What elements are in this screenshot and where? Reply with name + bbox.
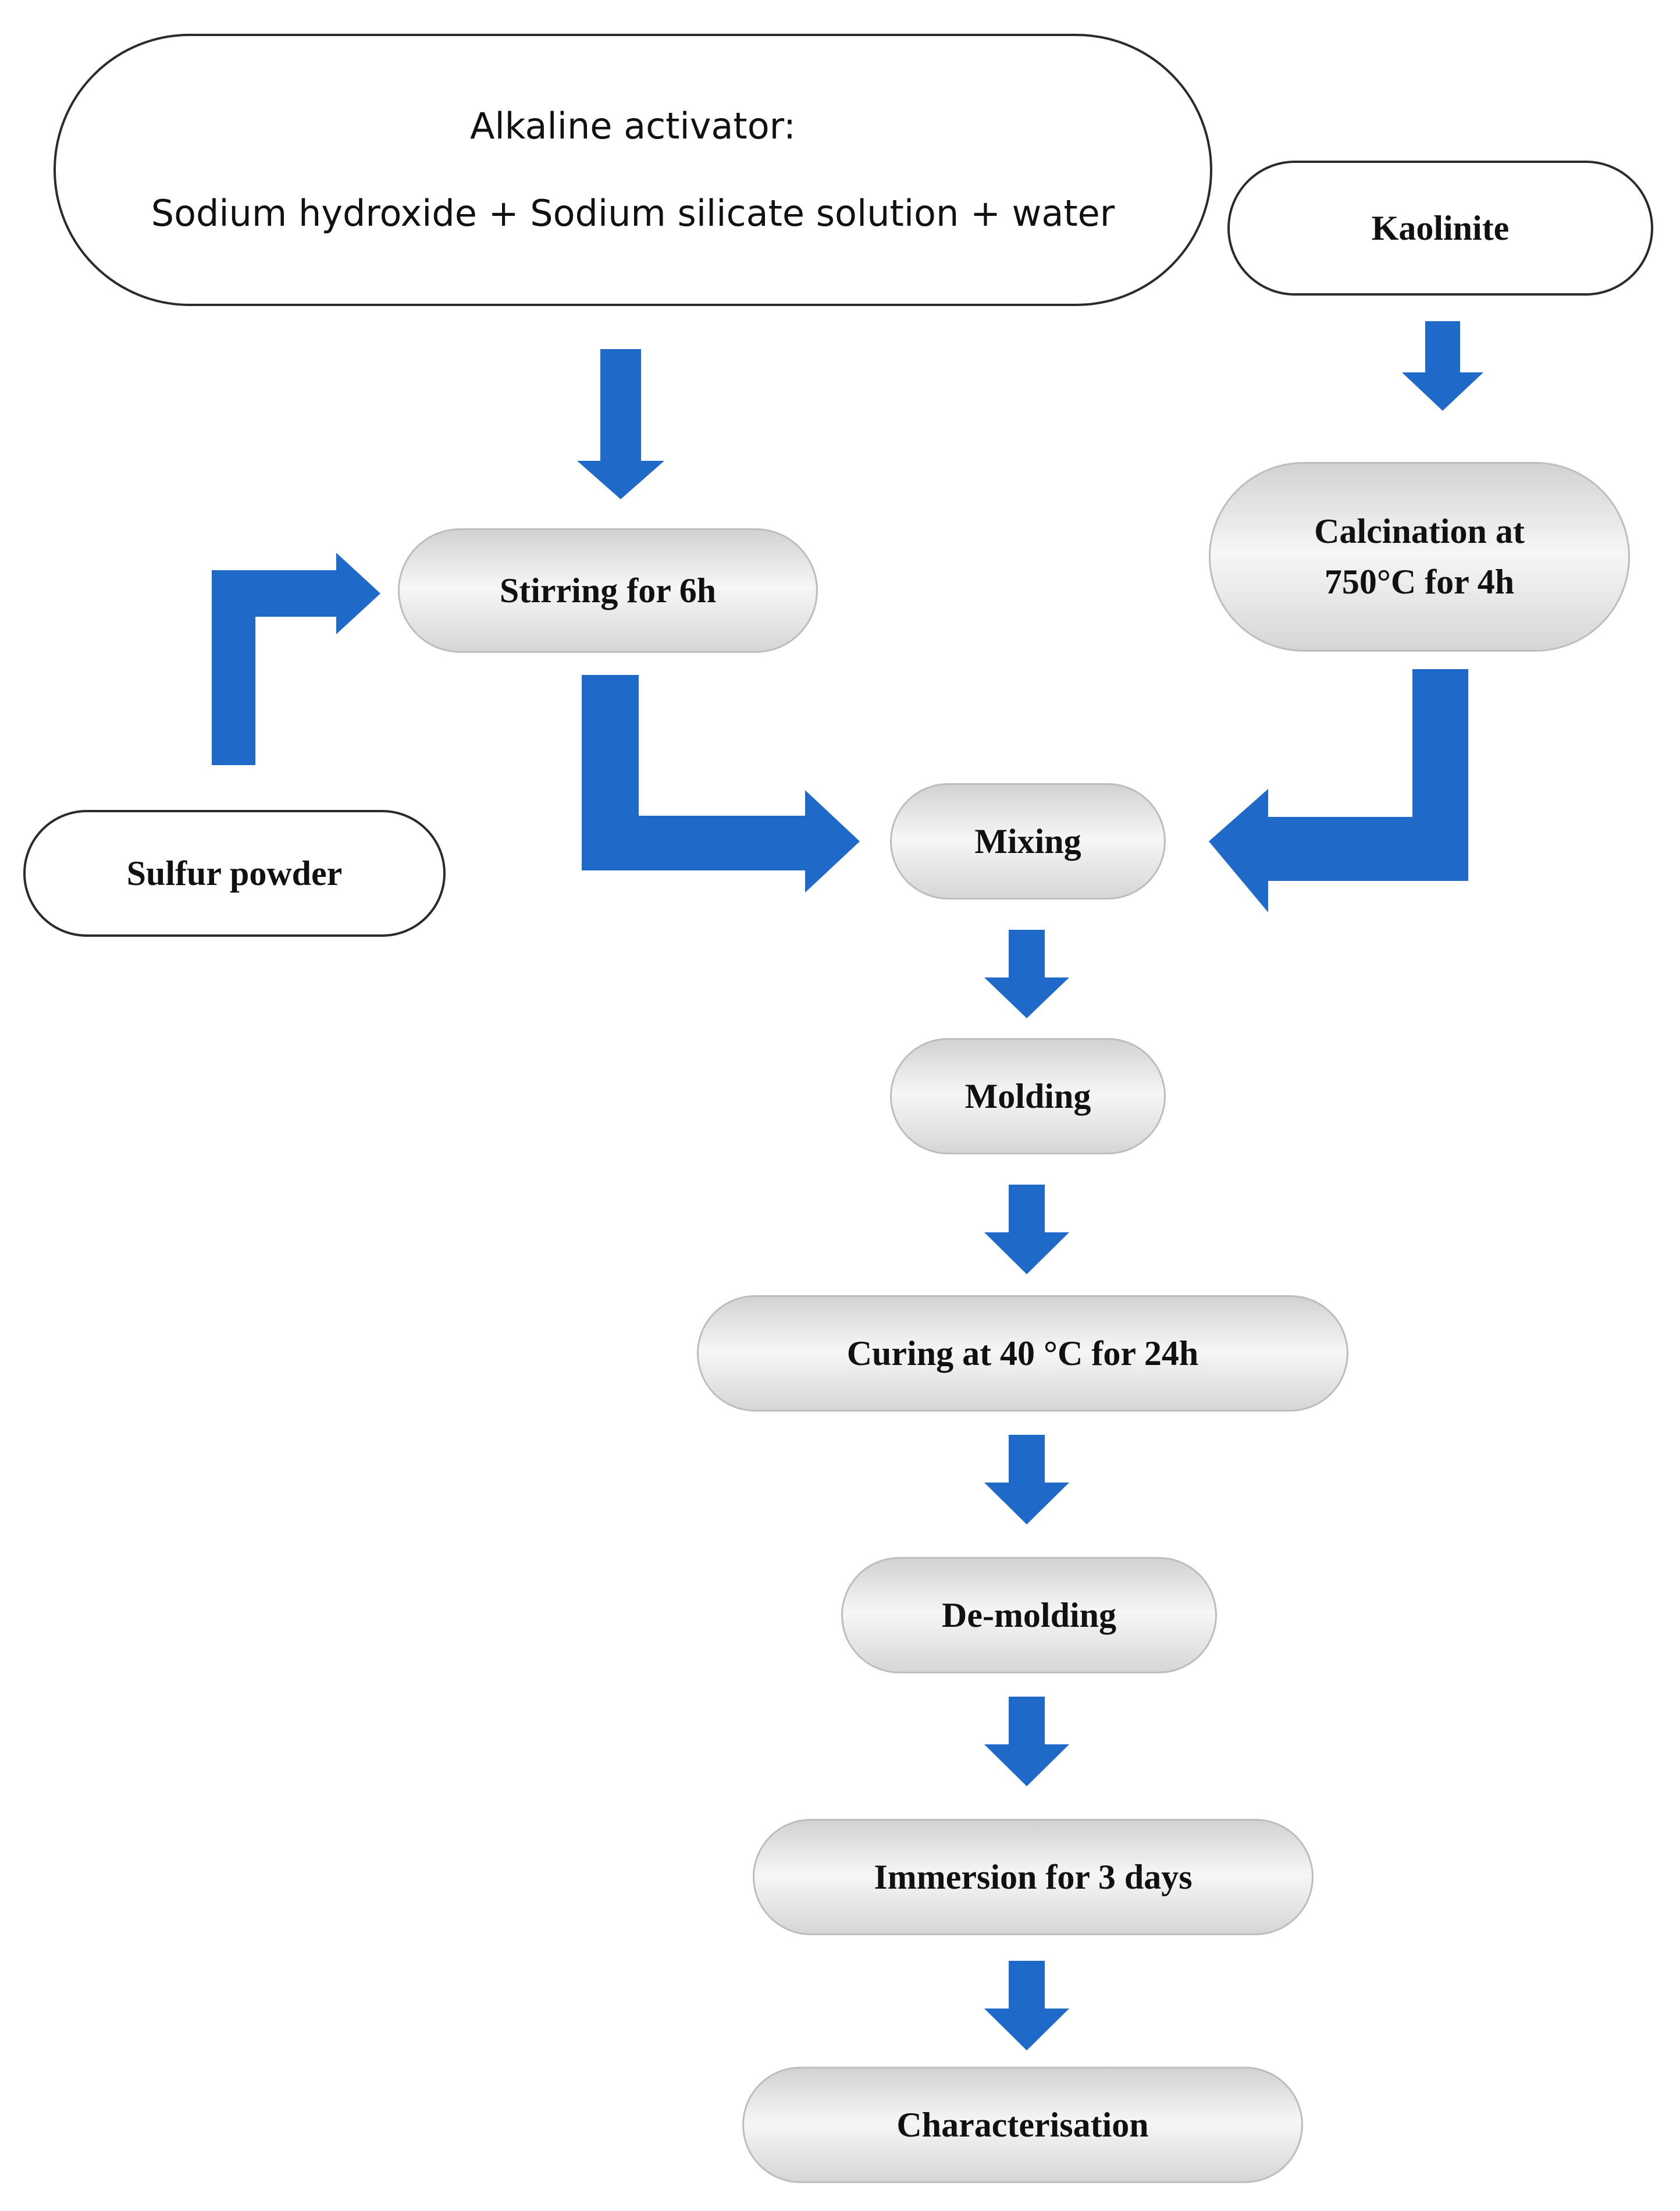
- arrow-sulfur-to-stirring: [212, 553, 380, 765]
- characterisation-label: Characterisation: [896, 2105, 1149, 2144]
- node-calcination: Calcination at 750°C for 4h: [1209, 462, 1630, 652]
- node-kaolinite: Kaolinite: [1227, 161, 1653, 296]
- node-alkaline-activator: Alkaline activator: Sodium hydroxide + S…: [54, 34, 1212, 306]
- sulfur-label: Sulfur powder: [126, 854, 343, 893]
- arrow-molding-to-curing: [984, 1185, 1069, 1274]
- arrow-curing-to-demolding: [984, 1435, 1069, 1524]
- node-characterisation: Characterisation: [742, 2067, 1303, 2183]
- node-immersion: Immersion for 3 days: [753, 1819, 1314, 1935]
- calcination-line-1: Calcination at: [1314, 512, 1525, 550]
- stirring-label: Stirring for 6h: [499, 571, 717, 610]
- arrow-mixing-to-molding: [984, 930, 1069, 1018]
- demolding-label: De-molding: [942, 1595, 1116, 1634]
- node-demolding: De-molding: [841, 1557, 1217, 1673]
- node-molding: Molding: [890, 1038, 1166, 1154]
- arrow-demolding-to-immersion: [984, 1697, 1069, 1786]
- molding-label: Molding: [964, 1076, 1091, 1115]
- mixing-label: Mixing: [974, 822, 1081, 861]
- calcination-line-2: 750°C for 4h: [1324, 563, 1515, 601]
- arrow-immersion-to-characterisation: [984, 1961, 1069, 2050]
- node-curing: Curing at 40 °C for 24h: [697, 1295, 1348, 1412]
- immersion-label: Immersion for 3 days: [874, 1857, 1193, 1896]
- arrow-calcination-to-mixing: [1209, 669, 1468, 912]
- arrow-kaolinite-to-calcination: [1402, 321, 1483, 411]
- arrow-stirring-to-mixing: [582, 675, 860, 893]
- kaolinite-label: Kaolinite: [1371, 208, 1510, 247]
- arrow-activator-to-stirring: [577, 349, 664, 499]
- node-sulfur-powder: Sulfur powder: [23, 810, 446, 937]
- node-mixing: Mixing: [890, 783, 1166, 900]
- activator-components: Sodium hydroxide + Sodium silicate solut…: [151, 192, 1115, 234]
- activator-heading: Alkaline activator:: [470, 105, 796, 147]
- node-stirring: Stirring for 6h: [398, 528, 818, 653]
- curing-label: Curing at 40 °C for 24h: [846, 1334, 1199, 1373]
